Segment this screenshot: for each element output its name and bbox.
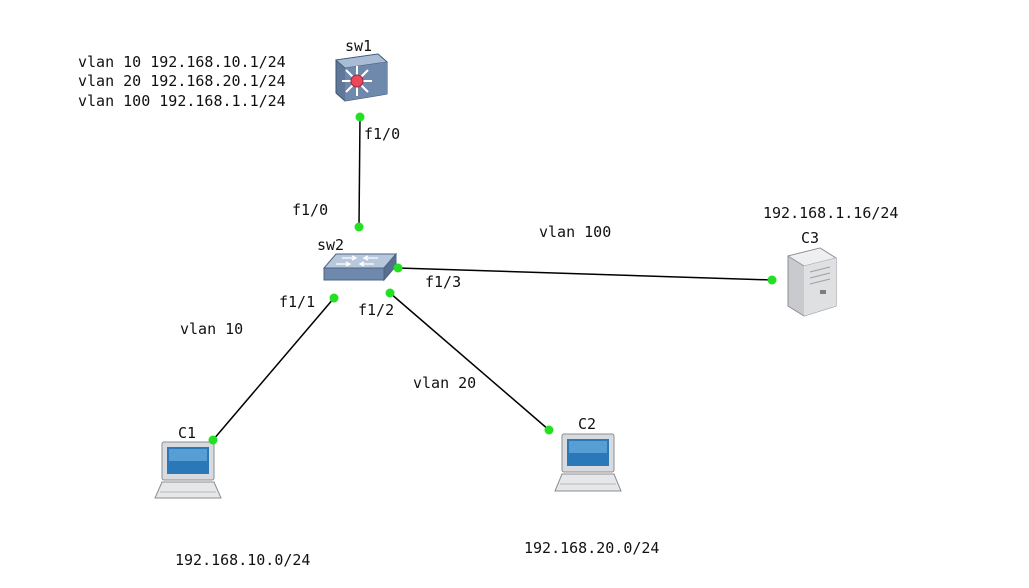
port-label: f1/0 xyxy=(364,125,401,143)
port-label: f1/3 xyxy=(425,273,462,291)
multilayer-switch-icon[interactable] xyxy=(335,53,388,102)
port-status-dot xyxy=(385,288,395,298)
link-sw2-c3[interactable] xyxy=(397,267,773,281)
port-label: f1/0 xyxy=(292,201,329,219)
vlan-label: vlan 10 xyxy=(180,320,244,338)
port-status-dot xyxy=(393,263,403,273)
laptop-icon[interactable] xyxy=(154,441,222,499)
port-label: f1/2 xyxy=(358,301,395,319)
port-status-dot xyxy=(544,425,554,435)
port-status-dot xyxy=(208,435,218,445)
port-status-dot xyxy=(355,112,365,122)
sw1-config-line: vlan 10 192.168.10.1/24 xyxy=(78,53,286,71)
sw1-config-line: vlan 100 192.168.1.1/24 xyxy=(78,92,286,110)
network-label: 192.168.20.0/24 xyxy=(524,539,660,557)
node-label-c2[interactable]: C2 xyxy=(578,415,597,433)
port-status-dot xyxy=(354,222,364,232)
port-status-dot xyxy=(767,275,777,285)
laptop-icon[interactable] xyxy=(554,433,622,492)
link-sw1-sw2[interactable] xyxy=(358,116,361,228)
node-label-c1[interactable]: C1 xyxy=(178,424,197,442)
port-label: f1/1 xyxy=(279,293,316,311)
node-label-sw1[interactable]: sw1 xyxy=(345,37,373,55)
port-status-dot xyxy=(329,293,339,303)
vlan-label: vlan 100 xyxy=(539,223,612,241)
node-label-sw2[interactable]: sw2 xyxy=(317,236,345,254)
vlan-label: vlan 20 xyxy=(413,374,477,392)
network-label: 192.168.1.16/24 xyxy=(763,204,899,222)
link-sw2-c2[interactable] xyxy=(389,292,550,431)
network-label: 192.168.10.0/24 xyxy=(175,551,311,569)
node-label-c3[interactable]: C3 xyxy=(801,229,820,247)
sw1-config-line: vlan 20 192.168.20.1/24 xyxy=(78,72,286,90)
switch-icon[interactable] xyxy=(322,252,398,282)
link-sw2-c1[interactable] xyxy=(212,297,335,441)
server-icon[interactable] xyxy=(786,247,838,317)
